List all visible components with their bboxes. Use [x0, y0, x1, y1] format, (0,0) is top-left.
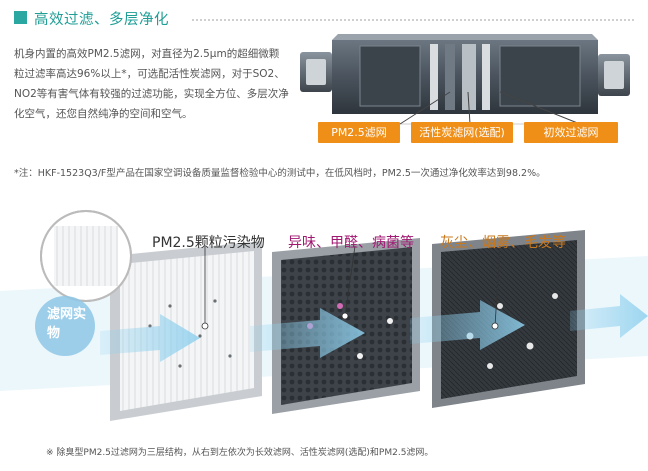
section-header: 高效过滤、多层净化 [14, 8, 634, 30]
test-footnote: *注：HKF-1523Q3/F型产品在国家空调设备质量监督检验中心的测试中，在低… [14, 168, 546, 179]
label-carbon-filter: 活性炭滤网(选配) [411, 122, 513, 143]
filter-label-bubble [35, 296, 95, 356]
section-title: 高效过滤、多层净化 [34, 12, 169, 28]
title-divider [192, 19, 634, 21]
label-primary-filter: 初效过滤网 [524, 122, 618, 143]
particle-dots [148, 299, 232, 368]
callout-lines [201, 245, 501, 330]
filter-slots [430, 44, 490, 110]
caption-pm25: PM2.5颗粒污染物 [152, 235, 265, 251]
caption-dust: 灰尘、烟雾、毛发等 [440, 235, 566, 251]
arrow-2 [250, 308, 365, 358]
arrow-4 [570, 294, 648, 338]
arrow-1 [100, 314, 200, 362]
title-square-icon [14, 11, 27, 24]
airflow-arrows [100, 294, 648, 362]
label-pm25-filter: PM2.5滤网 [318, 122, 400, 143]
caption-filter-sample: 滤网实物 [47, 307, 87, 341]
zoom-callout [35, 210, 132, 356]
bottom-footnote: ※ 除臭型PM2.5过滤网为三层结构，从右到左依次为长效滤网、活性炭滤网(选配)… [46, 448, 434, 458]
arrow-3 [410, 300, 525, 350]
filter-unit-illustration [300, 34, 630, 125]
device-label-row: PM2.5滤网 活性炭滤网(选配) 初效过滤网 [318, 122, 618, 144]
intro-paragraph: 机身内置的高效PM2.5滤网，对直径为2.5μm的超细微颗粒过滤率高达96%以上… [14, 48, 289, 120]
filter-layers-illustration [0, 210, 648, 421]
caption-odor: 异味、甲醛、病菌等 [288, 235, 414, 251]
